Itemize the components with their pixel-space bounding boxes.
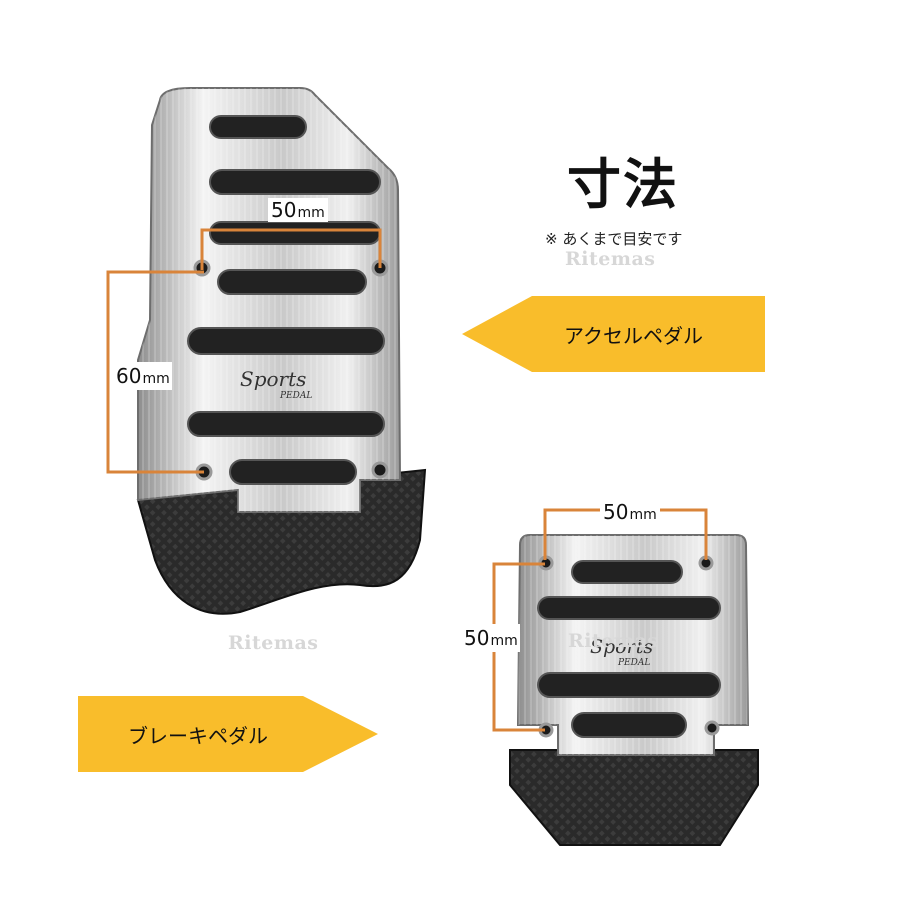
- brake-width-unit: mm: [629, 507, 657, 523]
- disclaimer-note: ※ あくまで目安です: [545, 230, 683, 248]
- brake-height-value: 50: [464, 626, 490, 650]
- brake-width-label: 50mm: [600, 500, 660, 524]
- brake-pedal-banner: ブレーキペダル: [78, 696, 378, 772]
- accel-width-line: [200, 228, 382, 270]
- watermark-right: Ritemas: [568, 630, 659, 652]
- accelerator-pedal-image: Sports PEDAL: [136, 87, 427, 615]
- brake-height-label: 50mm: [462, 624, 520, 652]
- accel-pedal-label: アクセルペダル: [564, 323, 703, 348]
- accel-width-unit: mm: [297, 205, 325, 221]
- accel-height-value: 60: [116, 364, 142, 388]
- accel-height-label: 60mm: [114, 362, 172, 390]
- accel-pedal-banner: アクセルペダル: [462, 296, 765, 372]
- accel-width-label: 50mm: [268, 198, 328, 222]
- watermark-top: Ritemas: [565, 248, 656, 270]
- brake-pedal-label: ブレーキペダル: [128, 723, 268, 748]
- brake-width-value: 50: [603, 500, 629, 524]
- accel-height-line: [106, 270, 204, 474]
- brake-logo-script: Sports: [590, 636, 653, 658]
- brake-pedal-image: Sports PEDAL: [509, 534, 759, 846]
- watermark-left: Ritemas: [228, 632, 319, 654]
- brake-logo-sub: PEDAL: [617, 658, 650, 668]
- accel-logo-sub: PEDAL: [279, 391, 312, 401]
- accel-height-unit: mm: [142, 371, 170, 387]
- brake-height-unit: mm: [490, 633, 518, 649]
- accel-width-value: 50: [271, 198, 297, 222]
- accel-logo-script: Sports: [240, 367, 306, 391]
- page-title: 寸法: [567, 153, 679, 216]
